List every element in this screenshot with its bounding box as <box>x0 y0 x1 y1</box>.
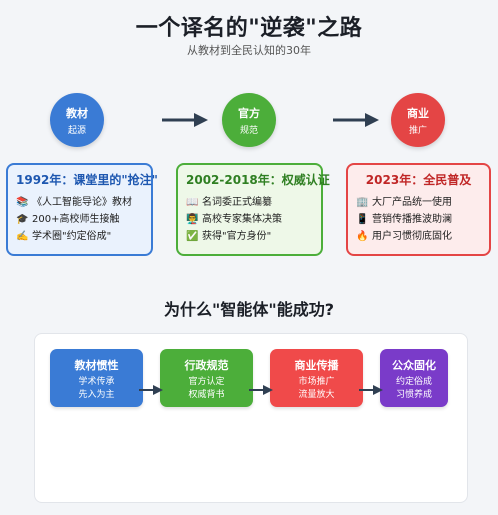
stage-sub: 推广 <box>408 126 427 136</box>
stage-circle-official: 官方 规范 <box>222 93 276 147</box>
books-icon: 📚 <box>16 197 29 208</box>
card-title: 2002-2018年：权威认证 <box>186 173 330 187</box>
timeline-card-2023: 2023年：全民普及 🏢大厂产品统一使用 📱营销传播推波助澜 🔥用户习惯彻底固化 <box>346 163 491 256</box>
timeline-card-2002-2018: 2002-2018年：权威认证 📖名词委正式编纂 👨‍🏫高校专家集体决策 ✅获得… <box>176 163 330 256</box>
card-title: 1992年：课堂里的"抢注" <box>16 173 158 187</box>
fire-icon: 🔥 <box>356 231 369 242</box>
factor-box-public: 公众固化 约定俗成 习惯养成 <box>380 349 448 407</box>
card-item: 📚《人工智能导论》教材 <box>16 194 143 211</box>
graduation-cap-icon: 🎓 <box>16 214 29 225</box>
timeline-card-1992: 1992年：课堂里的"抢注" 📚《人工智能导论》教材 🎓200+高校师生接触 ✍… <box>6 163 158 256</box>
factor-name: 商业传播 <box>294 359 339 372</box>
stage-circle-commercial: 商业 推广 <box>391 93 445 147</box>
arrow-right-icon <box>333 113 379 127</box>
open-book-icon: 📖 <box>186 197 199 208</box>
card-item: 👨‍🏫高校专家集体决策 <box>186 211 313 228</box>
factor-detail: 官方认定 <box>188 377 225 387</box>
arrow-right-icon <box>359 385 383 395</box>
stage-name: 商业 <box>407 107 429 120</box>
section-heading: 为什么"智能体"能成功? <box>164 300 334 319</box>
teacher-icon: 👨‍🏫 <box>186 214 199 225</box>
card-item: 📱营销传播推波助澜 <box>356 211 481 228</box>
factor-box-textbook: 教材惯性 学术传承 先入为主 <box>50 349 143 407</box>
card-item: ✅获得"官方身份" <box>186 228 313 245</box>
factor-box-commercial: 商业传播 市场推广 流量放大 <box>270 349 363 407</box>
factor-detail: 先入为主 <box>78 390 115 400</box>
arrow-right-icon <box>249 385 273 395</box>
factor-name: 公众固化 <box>392 359 436 372</box>
factor-box-admin: 行政规范 官方认定 权威背书 <box>160 349 253 407</box>
factor-name: 行政规范 <box>184 359 229 372</box>
factor-detail: 权威背书 <box>188 390 225 400</box>
card-item: 🔥用户习惯彻底固化 <box>356 228 481 245</box>
stage-sub: 起源 <box>67 126 86 136</box>
card-item: 🎓200+高校师生接触 <box>16 211 143 228</box>
factor-detail: 流量放大 <box>298 390 335 400</box>
card-title: 2023年：全民普及 <box>365 173 472 187</box>
factor-detail: 习惯养成 <box>395 390 432 400</box>
stage-sub: 规范 <box>239 126 258 136</box>
office-building-icon: 🏢 <box>356 197 369 208</box>
check-mark-icon: ✅ <box>186 231 199 242</box>
factor-detail: 市场推广 <box>298 377 335 387</box>
stage-name: 教材 <box>66 107 88 120</box>
card-item: ✍️学术圈"约定俗成" <box>16 228 143 245</box>
arrow-right-icon <box>139 385 163 395</box>
page-subtitle: 从教材到全民认知的30年 <box>187 44 311 57</box>
factor-detail: 约定俗成 <box>395 377 432 387</box>
page-title: 一个译名的"逆袭"之路 <box>135 16 363 41</box>
card-item: 🏢大厂产品统一使用 <box>356 194 481 211</box>
card-item: 📖名词委正式编纂 <box>186 194 313 211</box>
mobile-phone-icon: 📱 <box>356 214 369 225</box>
factor-name: 教材惯性 <box>74 359 119 372</box>
stage-name: 官方 <box>238 107 260 120</box>
factor-detail: 学术传承 <box>78 377 115 387</box>
writing-hand-icon: ✍️ <box>16 231 29 242</box>
arrow-right-icon <box>162 113 208 127</box>
stage-circle-textbook: 教材 起源 <box>50 93 104 147</box>
